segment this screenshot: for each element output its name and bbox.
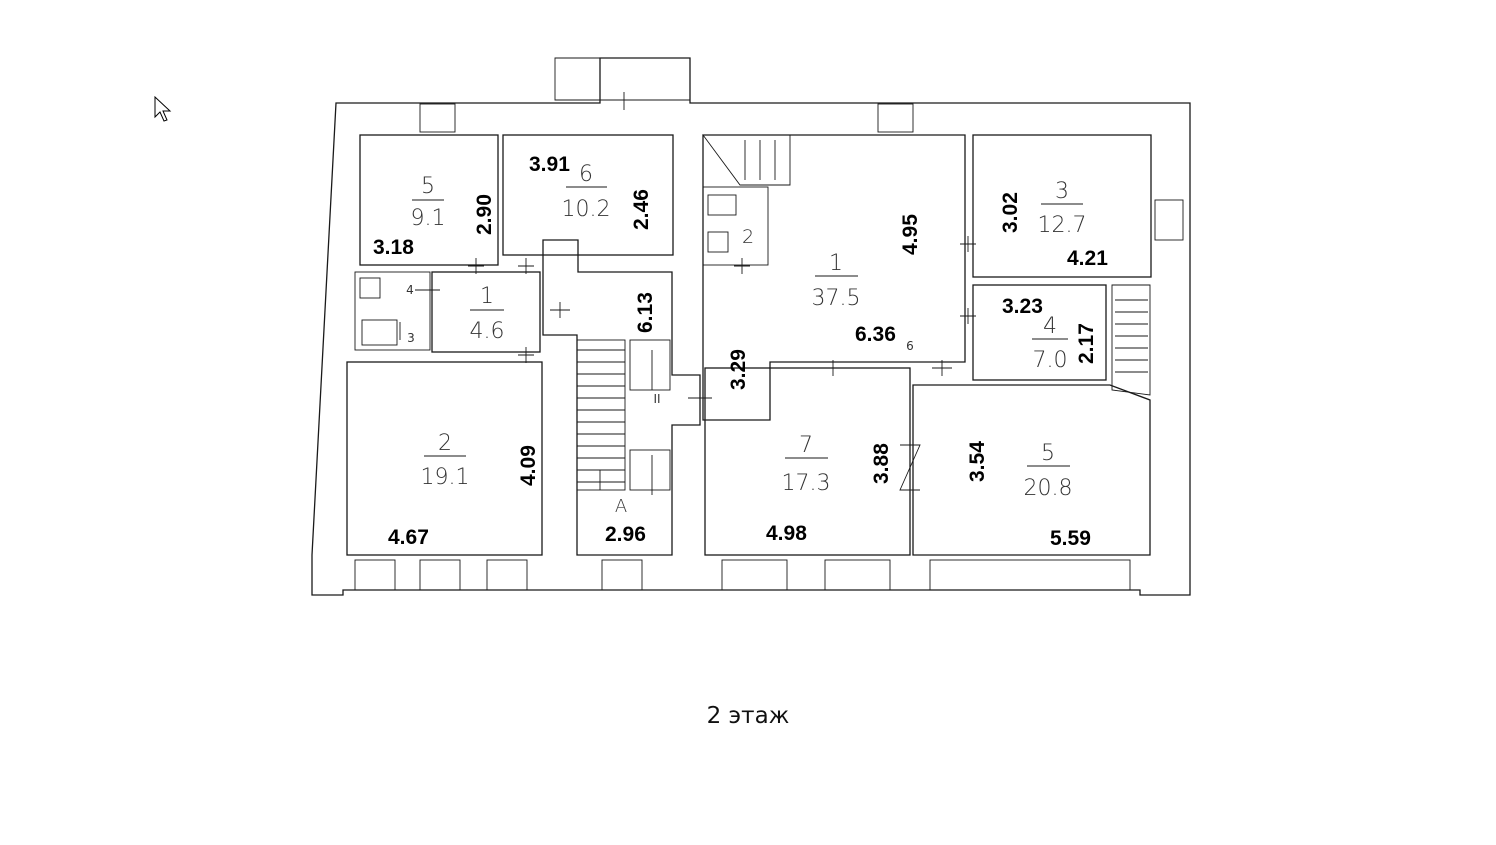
small-room-label: 4 (406, 283, 414, 297)
small-room-label: 6 (906, 339, 914, 353)
dimension-label: 4.09 (517, 445, 540, 486)
stair-treads (577, 140, 1148, 495)
dimension-label: 4.95 (899, 214, 922, 255)
dimension-label: 4.98 (766, 522, 807, 545)
dimension-label: 3.02 (999, 192, 1022, 233)
outer-walls (311, 57, 1191, 596)
dimension-label: 4.21 (1067, 247, 1108, 270)
room-number: 5 (1041, 441, 1055, 466)
room-number: 4 (1043, 314, 1057, 339)
dimension-label: 2.46 (630, 189, 653, 230)
room-number: 6 (579, 162, 593, 187)
dimension-label: 2.90 (473, 194, 496, 235)
small-room-label: 3 (407, 331, 415, 345)
room-number: 7 (799, 433, 813, 458)
door-symbol (899, 444, 921, 491)
room-number: 5 (421, 174, 435, 199)
room-area: 10.2 (562, 197, 611, 222)
dimension-label: 3.54 (966, 441, 989, 482)
dimension-label: 3.23 (1002, 295, 1043, 318)
dimension-label: 2.96 (605, 523, 646, 546)
windows (354, 103, 1184, 591)
dimension-label: 5.59 (1050, 527, 1091, 550)
dimension-label: 4.67 (388, 526, 429, 549)
toilet-fixtures (359, 194, 737, 346)
dimension-label: 6.13 (634, 292, 657, 333)
dimension-label: 6.36 (855, 323, 896, 346)
room-area: 19.1 (421, 465, 470, 490)
room-area: 7.0 (1033, 348, 1068, 373)
room-area: 17.3 (782, 471, 831, 496)
room-number: 1 (480, 284, 494, 309)
room-area: 4.6 (470, 319, 505, 344)
door-markers (399, 92, 976, 406)
dimension-label: 2.17 (1075, 323, 1098, 364)
small-room-label: II (653, 392, 660, 406)
room-number: 2 (438, 431, 452, 456)
floor-caption: 2 этаж (706, 703, 790, 729)
small-room-label: A (615, 496, 627, 517)
dimension-label: 3.29 (727, 349, 750, 390)
dimension-label: 3.88 (870, 443, 893, 484)
interior-walls (346, 134, 1152, 556)
room-area: 20.8 (1024, 476, 1073, 501)
room-number: 1 (829, 251, 843, 276)
small-room-label: 2 (742, 226, 754, 248)
dimension-label: 3.91 (529, 153, 570, 176)
room-number: 3 (1055, 179, 1069, 204)
dimension-label: 3.18 (373, 236, 414, 259)
room-area: 12.7 (1038, 213, 1087, 238)
room-area: 9.1 (411, 206, 446, 231)
room-area: 37.5 (812, 286, 861, 311)
mouse-cursor-icon (154, 96, 172, 122)
